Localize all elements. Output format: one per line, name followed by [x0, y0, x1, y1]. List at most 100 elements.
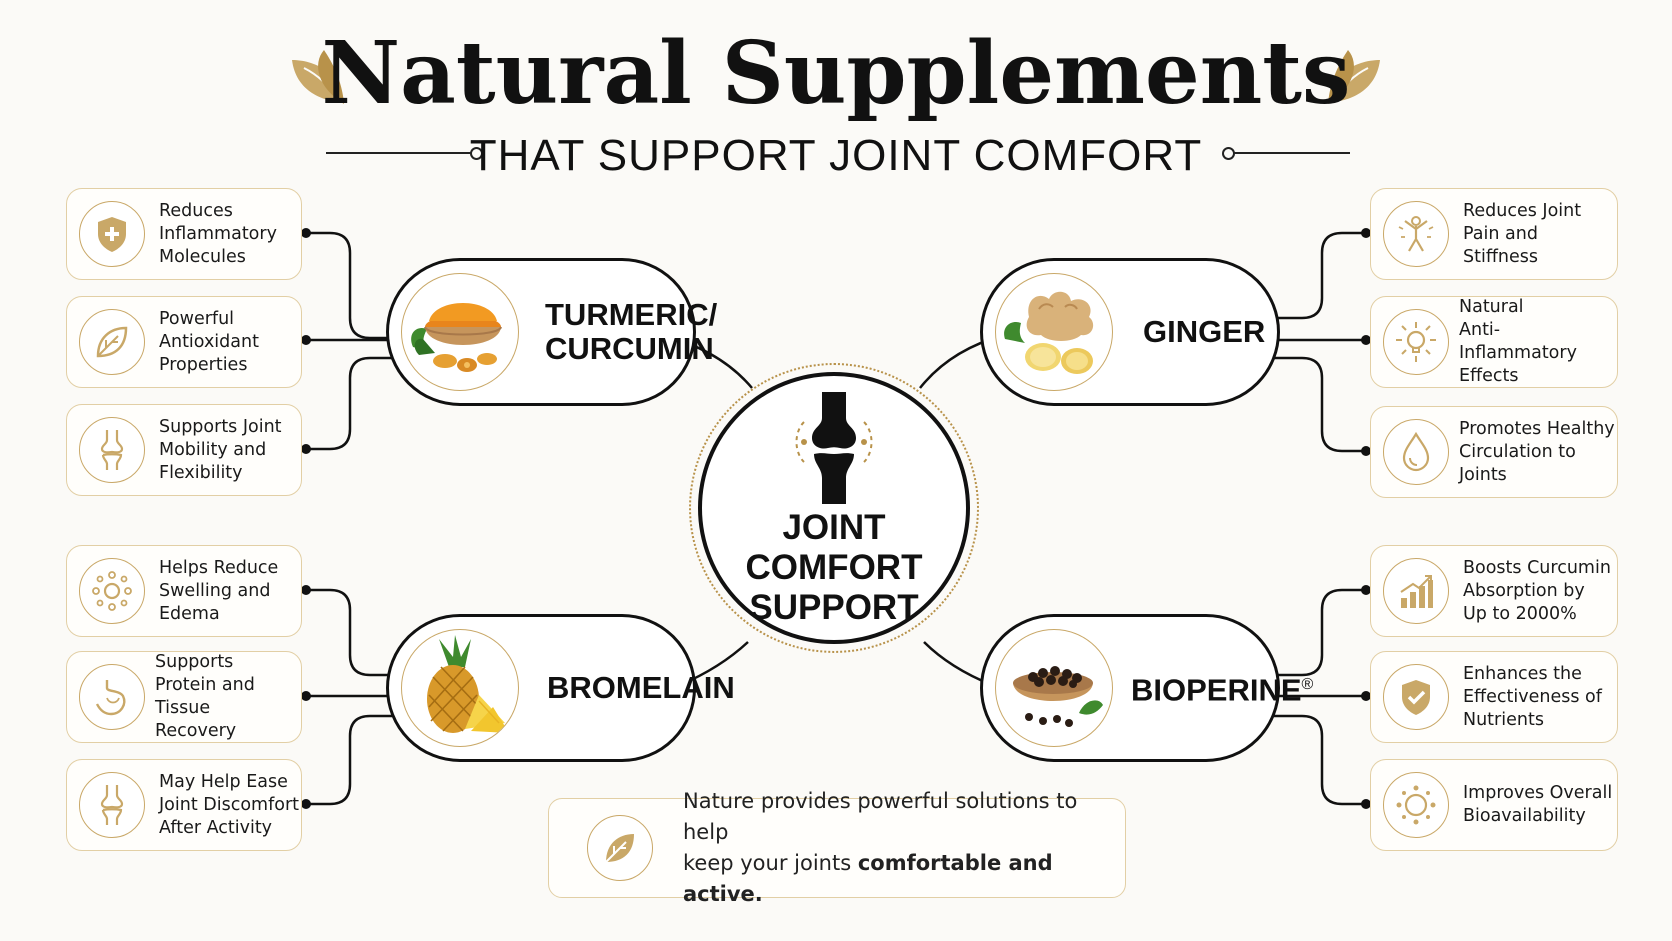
benefit-text-line: Pain and	[1463, 223, 1538, 244]
subtitle-dot-right	[1222, 147, 1235, 160]
benefit-text-line: Supports	[155, 652, 234, 672]
benefit-text-line: Effects	[1459, 366, 1519, 386]
supplement-turmeric[interactable]: TURMERIC/ CURCUMIN	[386, 258, 717, 406]
benefit-text-line: Reduces Joint	[1463, 200, 1582, 221]
benefit-text-line: May Help Ease	[159, 771, 288, 792]
supplement-bioperine-label: BIOPERINE®	[1131, 668, 1313, 707]
turmeric-powder-bowl-icon	[401, 273, 519, 391]
footer-line-2-bold: comfortable and active.	[683, 851, 1053, 906]
person-flexing-icon	[1383, 201, 1449, 267]
connector-bromelain-3	[306, 714, 392, 806]
benefit-text-line: Enhances the	[1463, 663, 1582, 684]
center-label: JOINT COMFORT SUPPORT	[702, 508, 966, 628]
supplement-turmeric-label: TURMERIC/ CURCUMIN	[545, 298, 717, 366]
benefit-text-line: Powerful	[159, 308, 235, 329]
sun-dots-icon	[79, 558, 145, 624]
benefit-text-line: Promotes Healthy	[1459, 418, 1615, 439]
benefit-text-line: Inflammatory	[159, 223, 277, 244]
sun-bulb-icon	[1383, 309, 1449, 375]
benefit-text-line: Boosts Curcumin	[1463, 557, 1611, 578]
bar-chart-up-icon	[1383, 558, 1449, 624]
benefit-text-line: Bioavailability	[1463, 806, 1586, 826]
supplement-bioperine[interactable]: BIOPERINE®	[980, 614, 1313, 762]
benefit-text-line: Joint Discomfort	[159, 794, 299, 815]
center-dotted-ring	[689, 363, 979, 653]
benefit-text-line: Protein and Tissue	[155, 675, 255, 718]
benefit-text-line: Edema	[159, 603, 220, 624]
benefit-text-line: Recovery	[155, 721, 237, 741]
benefit-text-line: Molecules	[159, 246, 246, 267]
subtitle-rule-right	[1230, 152, 1350, 154]
benefit-text-line: Properties	[159, 354, 248, 375]
benefit-card-bromelain-2: Supports Protein and Tissue Recovery	[66, 651, 302, 743]
benefit-text-line: Helps Reduce	[159, 557, 279, 578]
benefit-text-line: Antioxidant	[159, 331, 259, 352]
knee-joint-outline-icon	[79, 417, 145, 483]
knee-joint-icon	[792, 392, 876, 508]
connector-turmeric-3	[306, 356, 392, 451]
supplement-bioperine-name: BIOPERINE	[1131, 672, 1302, 708]
benefit-text-line: Nutrients	[1463, 709, 1544, 730]
benefit-card-bioperine-1: Boosts Curcumin Absorption by Up to 2000…	[1370, 545, 1618, 637]
benefit-text-line: Effectiveness of	[1463, 686, 1602, 707]
page-subtitle: THAT SUPPORT JOINT COMFORT	[469, 131, 1203, 180]
subtitle-rule-left	[326, 152, 474, 154]
benefit-text-line: Reduces	[159, 200, 233, 221]
supplement-bromelain-label: BROMELAIN	[547, 670, 735, 705]
registered-mark: ®	[1301, 676, 1314, 694]
supplement-turmeric-label-line-1: TURMERIC/	[545, 297, 718, 332]
benefit-card-bioperine-3: Improves Overall Bioavailability	[1370, 759, 1618, 851]
benefit-text-line: Stiffness	[1463, 246, 1538, 267]
ginger-root-icon	[995, 273, 1113, 391]
shield-plus-icon	[79, 201, 145, 267]
footer-line-2-prefix: keep your joints	[683, 851, 858, 875]
benefit-text-line: Natural	[1459, 297, 1524, 317]
benefit-text-line: After Activity	[159, 817, 273, 838]
benefit-card-bromelain-3: May Help Ease Joint Discomfort After Act…	[66, 759, 302, 851]
water-drop-icon	[1383, 419, 1449, 485]
leaf-ornament-right-icon	[1322, 46, 1388, 112]
benefit-card-ginger-3: Promotes Healthy Circulation to Joints	[1370, 406, 1618, 498]
footer-line-1: Nature provides powerful solutions to he…	[683, 789, 1078, 844]
shield-check-icon	[1383, 664, 1449, 730]
benefit-card-turmeric-3: Supports Joint Mobility and Flexibility	[66, 404, 302, 496]
supplement-bromelain[interactable]: BROMELAIN	[386, 614, 735, 762]
benefit-text-line: Circulation to	[1459, 441, 1576, 462]
black-pepper-bowl-icon	[995, 629, 1113, 747]
connector-turmeric-1	[306, 231, 392, 340]
benefit-text-line: Joints	[1459, 464, 1507, 485]
connector-bromelain-1	[306, 588, 392, 677]
benefit-card-ginger-2: Natural Anti-Inflammatory Effects	[1370, 296, 1618, 388]
benefit-text-line: Mobility and	[159, 439, 267, 460]
benefit-text-line: Swelling and	[159, 580, 271, 601]
benefit-text-line: Improves Overall	[1463, 783, 1613, 803]
footer-note: Nature provides powerful solutions to he…	[548, 789, 1126, 906]
supplement-turmeric-label-line-2: CURCUMIN	[545, 331, 714, 366]
benefit-card-bioperine-2: Enhances the Effectiveness of Nutrients	[1370, 651, 1618, 743]
center-hub: JOINT COMFORT SUPPORT	[698, 372, 970, 644]
circle-dots-icon	[1383, 772, 1449, 838]
benefit-text-line: Up to 2000%	[1463, 603, 1577, 624]
supplement-ginger[interactable]: GINGER	[980, 258, 1280, 406]
connector-bioperine-3	[1272, 714, 1366, 806]
leaf-icon	[79, 309, 145, 375]
center-label-line-1: JOINT	[782, 508, 886, 547]
center-label-line-2: COMFORT	[745, 548, 923, 587]
connector-bioperine-1	[1272, 588, 1366, 677]
benefit-card-ginger-1: Reduces Joint Pain and Stiffness	[1370, 188, 1618, 280]
stomach-icon	[79, 664, 145, 730]
benefit-card-turmeric-2: Powerful Antioxidant Properties	[66, 296, 302, 388]
leaf-ornament-left-icon	[284, 46, 350, 112]
knee-joint-outline-icon	[79, 772, 145, 838]
benefit-text-line: Anti-Inflammatory	[1459, 320, 1577, 363]
subtitle-dot-left	[470, 147, 483, 160]
page-title: Natural Supplements	[321, 23, 1351, 124]
connector-ginger-1	[1272, 231, 1366, 320]
connector-ginger-3	[1272, 356, 1366, 453]
supplement-ginger-label: GINGER	[1143, 314, 1266, 349]
benefit-text-line: Supports Joint	[159, 416, 282, 437]
pineapple-icon	[401, 629, 519, 747]
center-label-line-3: SUPPORT	[749, 588, 919, 627]
leaf-icon	[587, 815, 653, 881]
